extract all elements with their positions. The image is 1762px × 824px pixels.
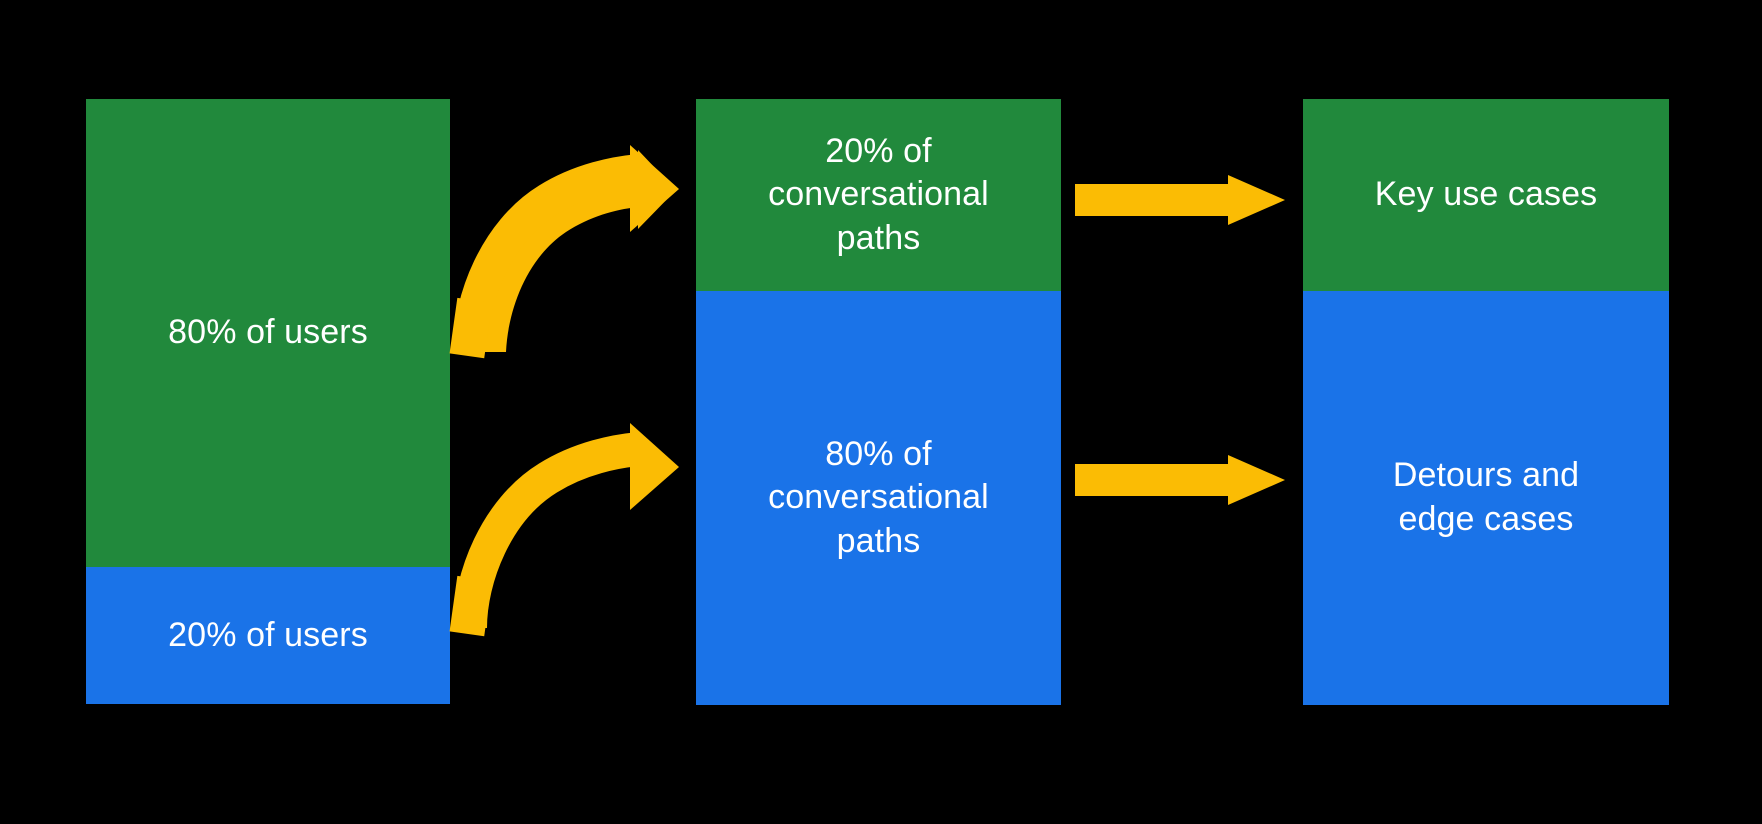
band-label-paths-majority: 80% of conversational paths <box>768 434 989 560</box>
column-conversational-paths: 20% of conversational paths 80% of conve… <box>696 99 1061 705</box>
band-outcome-detours[interactable]: Detours and edge cases <box>1303 291 1669 705</box>
band-label-outcome-detours: Detours and edge cases <box>1392 456 1580 538</box>
band-users-majority[interactable]: 80% of users <box>86 99 450 567</box>
band-paths-minority[interactable]: 20% of conversational paths <box>696 99 1061 291</box>
column-users: 80% of users 20% of users <box>86 99 450 704</box>
arrow-users-to-paths-bottom-icon[interactable] <box>449 423 679 637</box>
band-label-paths-minority: 20% of conversational paths <box>768 131 989 257</box>
band-label-users-minority: 20% of users <box>168 615 368 654</box>
band-users-minority[interactable]: 20% of users <box>86 567 450 704</box>
column-outcomes: Key use cases Detours and edge cases <box>1303 99 1669 705</box>
band-outcome-key-use-cases[interactable]: Key use cases <box>1303 99 1669 291</box>
band-label-users-majority: 80% of users <box>168 313 368 352</box>
arrow-paths-to-outcome-bottom-icon[interactable] <box>1075 455 1285 505</box>
band-paths-majority[interactable]: 80% of conversational paths <box>696 291 1061 705</box>
arrow-paths-to-outcome-top-icon[interactable] <box>1075 175 1285 225</box>
arrow-users-to-paths-top-icon[interactable] <box>449 145 679 359</box>
band-label-outcome-key-use-cases: Key use cases <box>1374 175 1598 214</box>
